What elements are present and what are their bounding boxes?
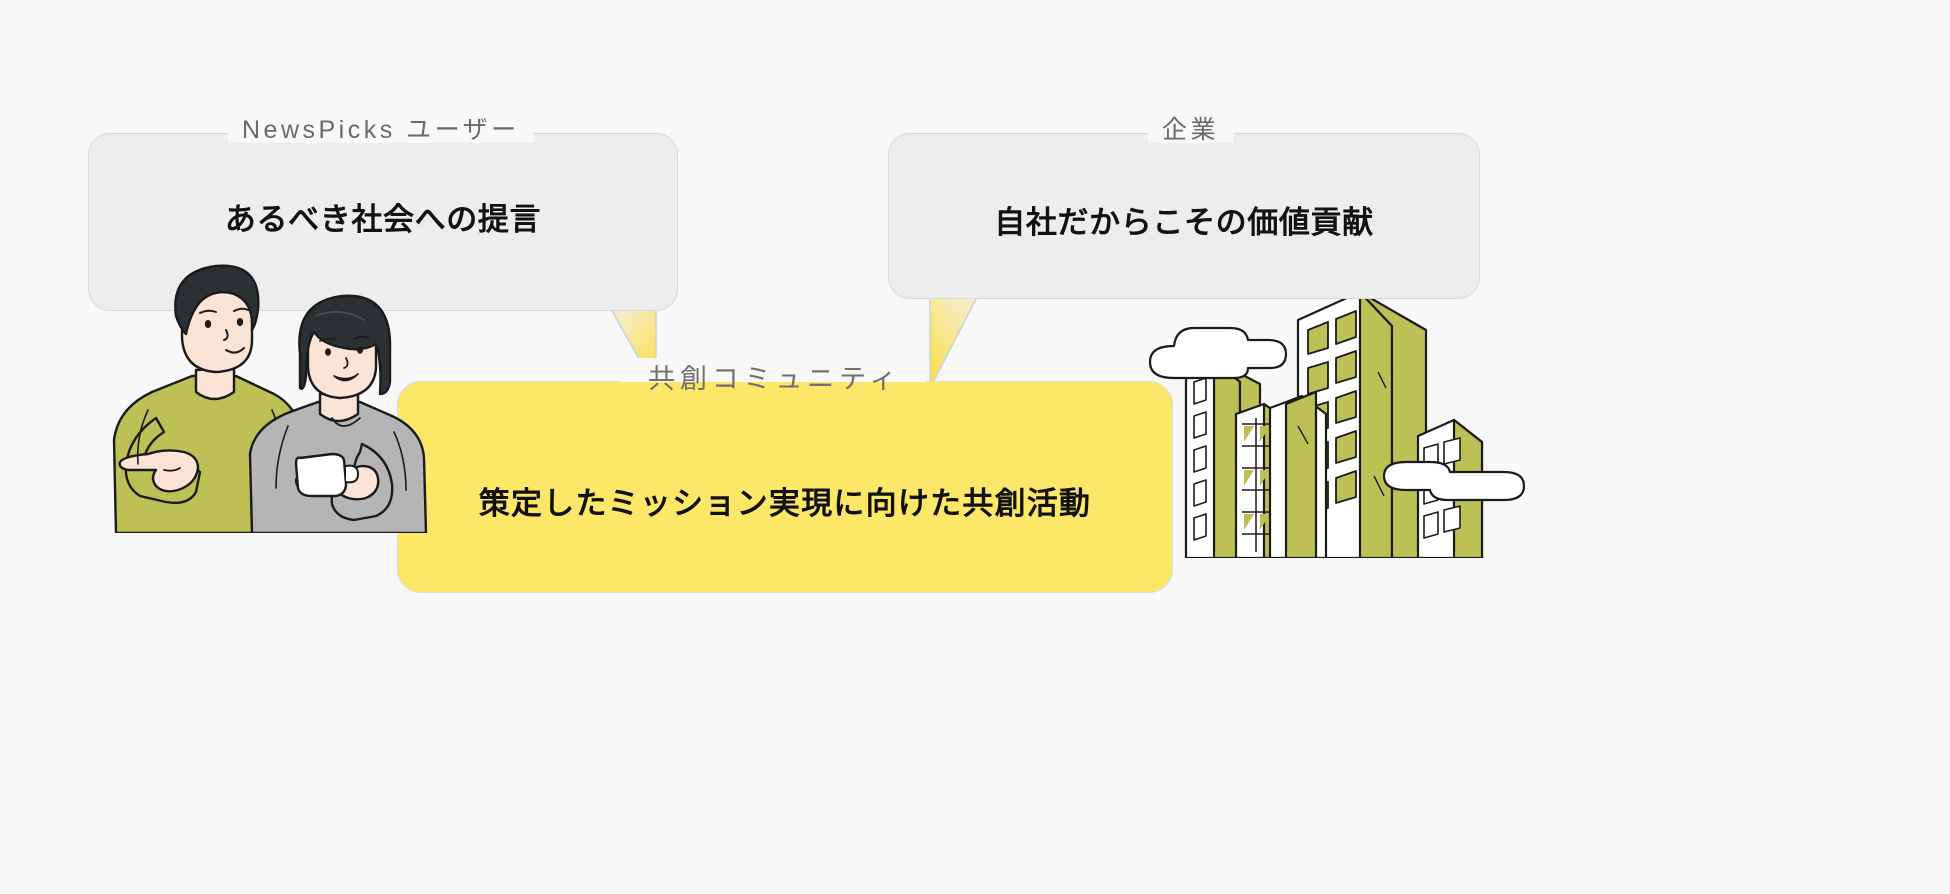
city-buildings-illustration <box>1148 290 1526 558</box>
speech-bubble-company: 自社だからこその価値貢献 <box>888 133 1480 299</box>
speech-bubble-user-text: あるべき社会への提言 <box>224 202 542 237</box>
speech-tail-right <box>929 276 989 389</box>
speech-bubble-company-label: 企業 <box>1148 118 1234 143</box>
community-label-backdrop <box>620 358 926 382</box>
co-creation-label: 共創コミュニティ <box>648 364 902 394</box>
speech-bubble-user-label: NewsPicks ユーザー <box>228 118 534 143</box>
speech-bubble-user: あるべき社会への提言 <box>88 133 678 311</box>
two-people-illustration <box>112 264 428 533</box>
co-creation-text: 策定したミッション実現に向けた共創活動 <box>478 486 1092 521</box>
speech-bubble-company-text: 自社だからこその価値貢献 <box>994 205 1374 240</box>
co-creation-box: 策定したミッション実現に向けた共創活動 <box>397 381 1173 593</box>
